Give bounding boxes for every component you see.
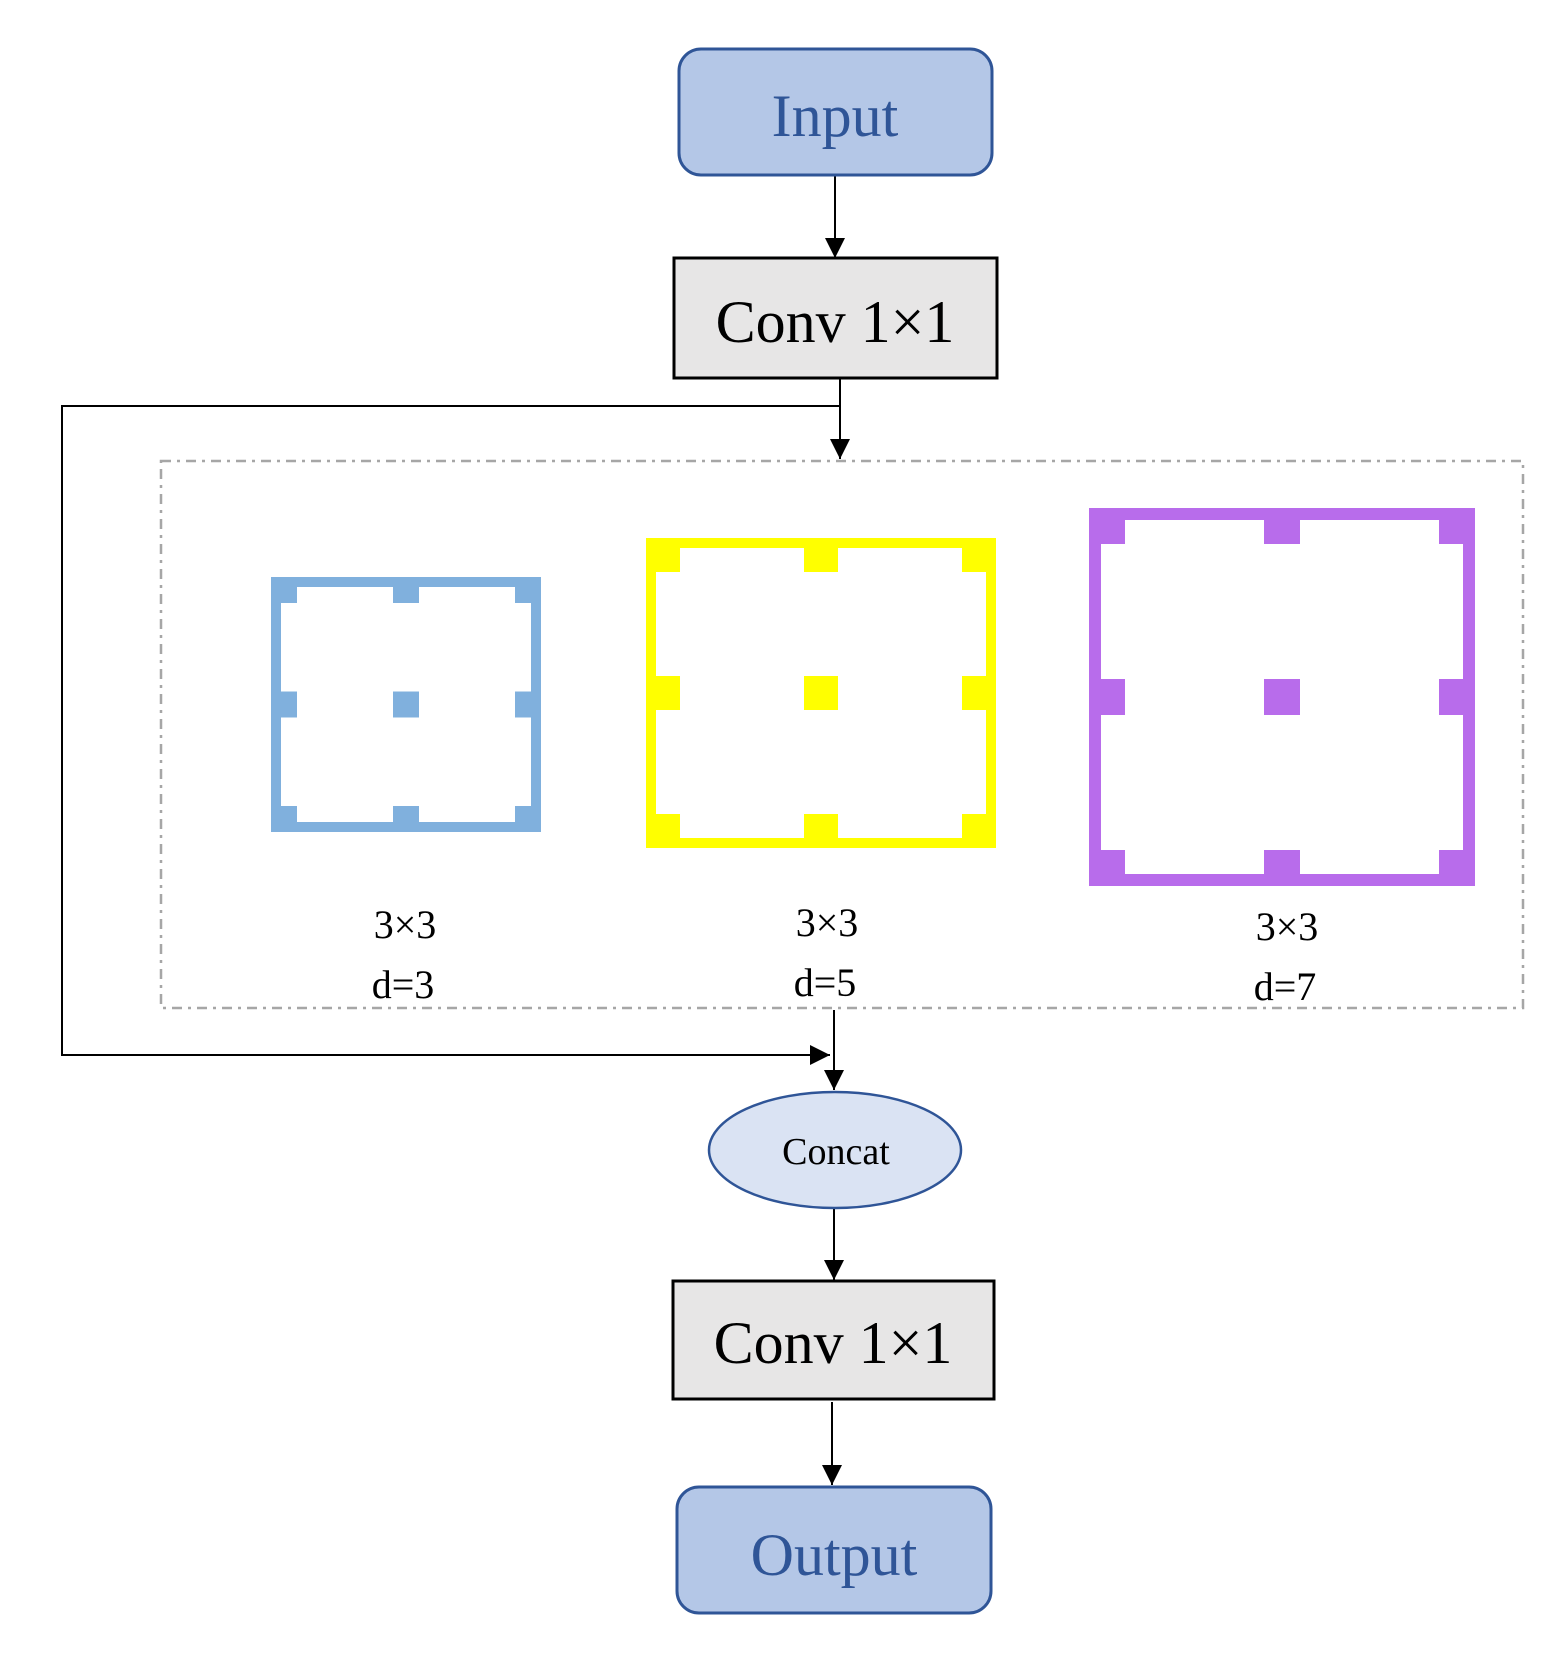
kernel-1 — [271, 577, 541, 832]
kernel-3-tap-0-2 — [1439, 508, 1475, 544]
kernel-3-tap-1-2 — [1439, 679, 1475, 715]
kernel-2-tap-1-0 — [646, 676, 680, 710]
kernel-2-tap-1-2 — [962, 676, 996, 710]
kernel-2-tap-0-0 — [646, 538, 680, 572]
output-box — [675, 1485, 993, 1615]
kernel-3 — [1089, 508, 1475, 886]
conv-top-label: Conv 1×1 — [716, 289, 955, 355]
branch-3-dilation-label: d=7 — [1254, 964, 1317, 1009]
kernel-3-tap-1-0 — [1089, 679, 1125, 715]
kernel-1-tap-1-1 — [393, 691, 419, 718]
kernel-1-tap-0-2 — [515, 577, 541, 603]
kernel-1-tap-2-1 — [393, 806, 419, 832]
kernel-3-tap-2-0 — [1089, 850, 1125, 886]
kernel-2-tap-0-2 — [962, 538, 996, 572]
branch-1-dilation-label: d=3 — [372, 962, 435, 1007]
kernel-1-tap-2-2 — [515, 806, 541, 832]
kernel-1-tap-1-2 — [515, 691, 541, 718]
output-label: Output — [751, 1522, 918, 1588]
dilated-conv-group — [159, 459, 1525, 1010]
kernel-2-tap-2-1 — [804, 814, 838, 848]
kernel-3-tap-0-1 — [1264, 508, 1300, 544]
kernel-2 — [646, 538, 996, 848]
branch-3-kernel-label: 3×3 — [1256, 904, 1319, 949]
branch-2-kernel-label: 3×3 — [796, 900, 859, 945]
kernel-1-tap-0-1 — [393, 577, 419, 603]
kernel-1-tap-0-0 — [271, 577, 297, 603]
concat-label: Concat — [782, 1131, 890, 1173]
input-node: Input — [677, 47, 994, 177]
conv-top-box — [672, 256, 999, 380]
conv-top-node: Conv 1×1 — [672, 256, 999, 380]
kernel-2-tap-0-1 — [804, 538, 838, 572]
kernel-3-tap-2-1 — [1264, 850, 1300, 886]
dilated-kernels — [271, 508, 1475, 886]
conv-bottom-box — [671, 1279, 996, 1401]
branch-labels: 3×3 d=3 3×3 d=5 3×3 d=7 — [372, 900, 1319, 1009]
concat-ellipse — [707, 1090, 963, 1210]
conv-bottom-node: Conv 1×1 — [671, 1279, 996, 1401]
branch-1-kernel-label: 3×3 — [374, 902, 437, 947]
skip-connection-line — [61, 405, 840, 1065]
kernel-2-tap-2-0 — [646, 814, 680, 848]
output-node: Output — [675, 1485, 993, 1615]
conv-bottom-label: Conv 1×1 — [714, 1310, 953, 1376]
kernel-2-tap-1-1 — [804, 676, 838, 710]
kernel-1-tap-2-0 — [271, 806, 297, 832]
kernel-3-tap-2-2 — [1439, 850, 1475, 886]
input-label: Input — [772, 83, 899, 149]
kernel-3-tap-1-1 — [1264, 679, 1300, 715]
kernel-3-tap-0-0 — [1089, 508, 1125, 544]
kernel-1-tap-1-0 — [271, 691, 297, 718]
input-box — [677, 47, 994, 177]
concat-node: Concat — [707, 1090, 963, 1210]
kernel-2-tap-2-2 — [962, 814, 996, 848]
branch-2-dilation-label: d=5 — [794, 960, 857, 1005]
connectors — [61, 175, 850, 1485]
